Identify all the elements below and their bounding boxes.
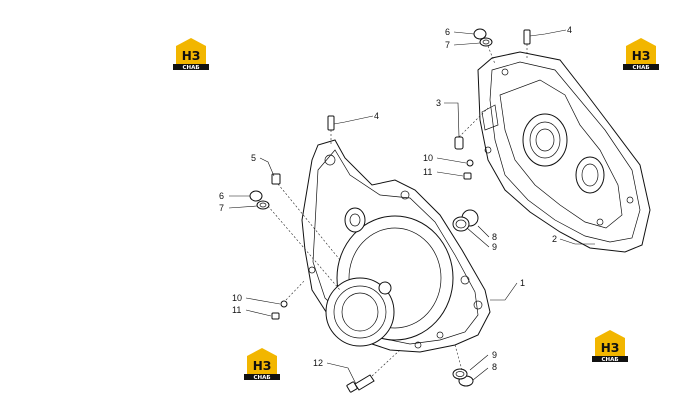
part-7-washer-top bbox=[479, 37, 496, 65]
callout-10-left: 10 bbox=[232, 293, 242, 303]
logo-mark: НЗ bbox=[601, 341, 620, 355]
part-11-nut-left bbox=[271, 312, 280, 320]
part-5-plug bbox=[271, 173, 341, 261]
callout-11-right: 11 bbox=[423, 167, 432, 177]
part-12-bolt bbox=[346, 349, 401, 393]
part-10-washer-right bbox=[466, 159, 474, 167]
callout-12: 12 bbox=[313, 358, 323, 368]
callout-10-right: 10 bbox=[423, 153, 433, 163]
callout-9-bottom: 9 bbox=[492, 350, 497, 360]
part-2-rear-housing bbox=[477, 51, 651, 253]
logo-mark: НЗ bbox=[182, 49, 201, 63]
logo-mark: НЗ bbox=[632, 49, 651, 63]
logo-caption: СНАБ bbox=[601, 357, 618, 363]
callout-6-top: 6 bbox=[445, 27, 450, 37]
part-4-bolt-top bbox=[523, 29, 531, 60]
callout-4-center: 4 bbox=[374, 111, 379, 121]
logo-top-right: НЗ СНАБ bbox=[623, 38, 659, 71]
part-10-washer-left bbox=[280, 279, 306, 308]
callout-8-center: 8 bbox=[492, 232, 497, 242]
callout-11-left: 11 bbox=[232, 305, 241, 315]
part-9-ring-bottom bbox=[452, 344, 468, 380]
callout-5: 5 bbox=[251, 153, 256, 163]
part-11-nut-right bbox=[463, 172, 472, 180]
logo-caption: СНАБ bbox=[182, 65, 199, 71]
callout-2: 2 bbox=[552, 234, 557, 244]
part-6-cap-left bbox=[249, 190, 263, 202]
part-6-cap-top bbox=[473, 28, 487, 40]
leader-lines bbox=[228, 29, 595, 385]
callout-1: 1 bbox=[520, 278, 525, 288]
callout-8-bottom: 8 bbox=[492, 362, 497, 372]
logo-bottom-right: НЗ СНАБ bbox=[592, 330, 628, 363]
logo-bottom-left: НЗ СНАБ bbox=[244, 348, 280, 381]
logo-caption: СНАБ bbox=[253, 375, 270, 381]
logo-mark: НЗ bbox=[253, 359, 272, 373]
callout-9-center: 9 bbox=[492, 242, 497, 252]
callout-3: 3 bbox=[436, 98, 441, 108]
part-1-front-cover bbox=[301, 139, 491, 353]
callout-4-top: 4 bbox=[567, 25, 572, 35]
part-9-ring-center bbox=[452, 216, 470, 232]
callout-6-left: 6 bbox=[219, 191, 224, 201]
part-4-bolt-center bbox=[327, 115, 335, 144]
callout-7-left: 7 bbox=[219, 203, 224, 213]
callout-7-top: 7 bbox=[445, 40, 450, 50]
logo-caption: СНАБ bbox=[632, 65, 649, 71]
callout-labels: 1 2 3 4 4 5 6 6 7 7 8 8 9 9 10 10 11 11 … bbox=[219, 25, 572, 372]
part-7-washer-left bbox=[256, 200, 341, 291]
logo-top-left: НЗ СНАБ bbox=[173, 38, 209, 71]
